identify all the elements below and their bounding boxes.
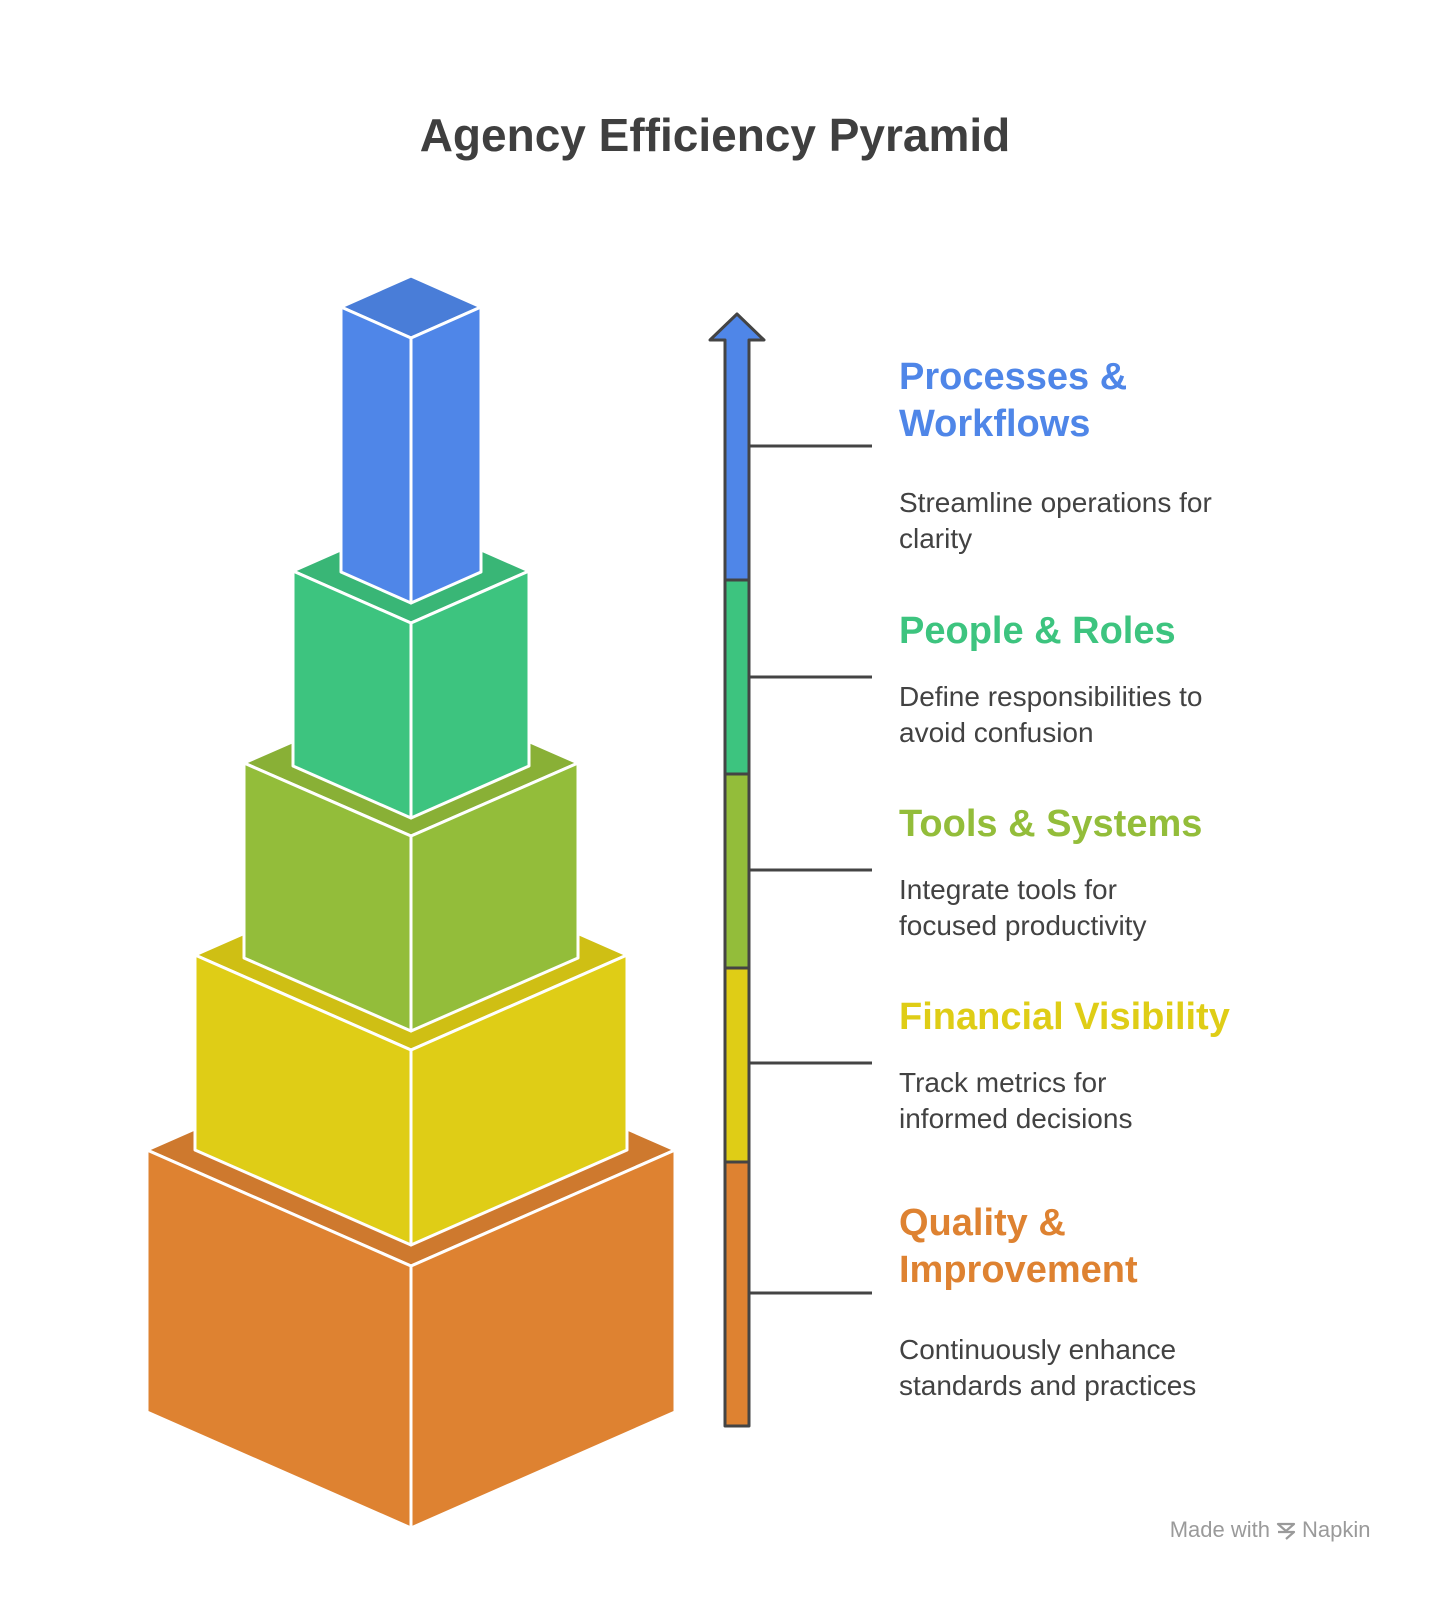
watermark-brand: Napkin — [1302, 1517, 1370, 1542]
level-title: Improvement — [899, 1249, 1138, 1291]
level-description: avoid confusion — [899, 717, 1094, 748]
block-left-face — [341, 307, 411, 603]
level-description: standards and practices — [899, 1370, 1196, 1401]
arrow-head — [710, 314, 764, 340]
watermark-prefix: Made with — [1170, 1517, 1270, 1542]
level-description: Integrate tools for — [899, 874, 1117, 905]
arrow-segment-people-and-roles — [725, 580, 749, 774]
arrow-segment-processes-and-workflows — [725, 340, 749, 580]
level-description: informed decisions — [899, 1103, 1132, 1134]
napkin-logo-icon — [1278, 1524, 1294, 1539]
level-description: Streamline operations for — [899, 487, 1212, 518]
block-right-face — [411, 307, 481, 603]
level-title: Workflows — [899, 403, 1090, 445]
arrow-segment-financial-visibility — [725, 968, 749, 1162]
arrow-segment-tools-and-systems — [725, 774, 749, 968]
arrow-segment-quality-and-improvement — [725, 1162, 749, 1426]
level-title: People & Roles — [899, 610, 1176, 652]
watermark: Made with Napkin — [1170, 1517, 1371, 1542]
level-description: focused productivity — [899, 910, 1146, 941]
level-description: Define responsibilities to — [899, 681, 1203, 712]
level-description: clarity — [899, 523, 972, 554]
level-title: Financial Visibility — [899, 996, 1230, 1038]
pyramid — [147, 276, 675, 1528]
level-title: Processes & — [899, 356, 1127, 398]
pyramid-block-processes-and-workflows — [341, 276, 481, 603]
level-description: Continuously enhance — [899, 1334, 1176, 1365]
level-title: Tools & Systems — [899, 803, 1202, 845]
page-title: Agency Efficiency Pyramid — [420, 109, 1011, 161]
level-description: Track metrics for — [899, 1067, 1106, 1098]
level-title: Quality & — [899, 1202, 1066, 1244]
